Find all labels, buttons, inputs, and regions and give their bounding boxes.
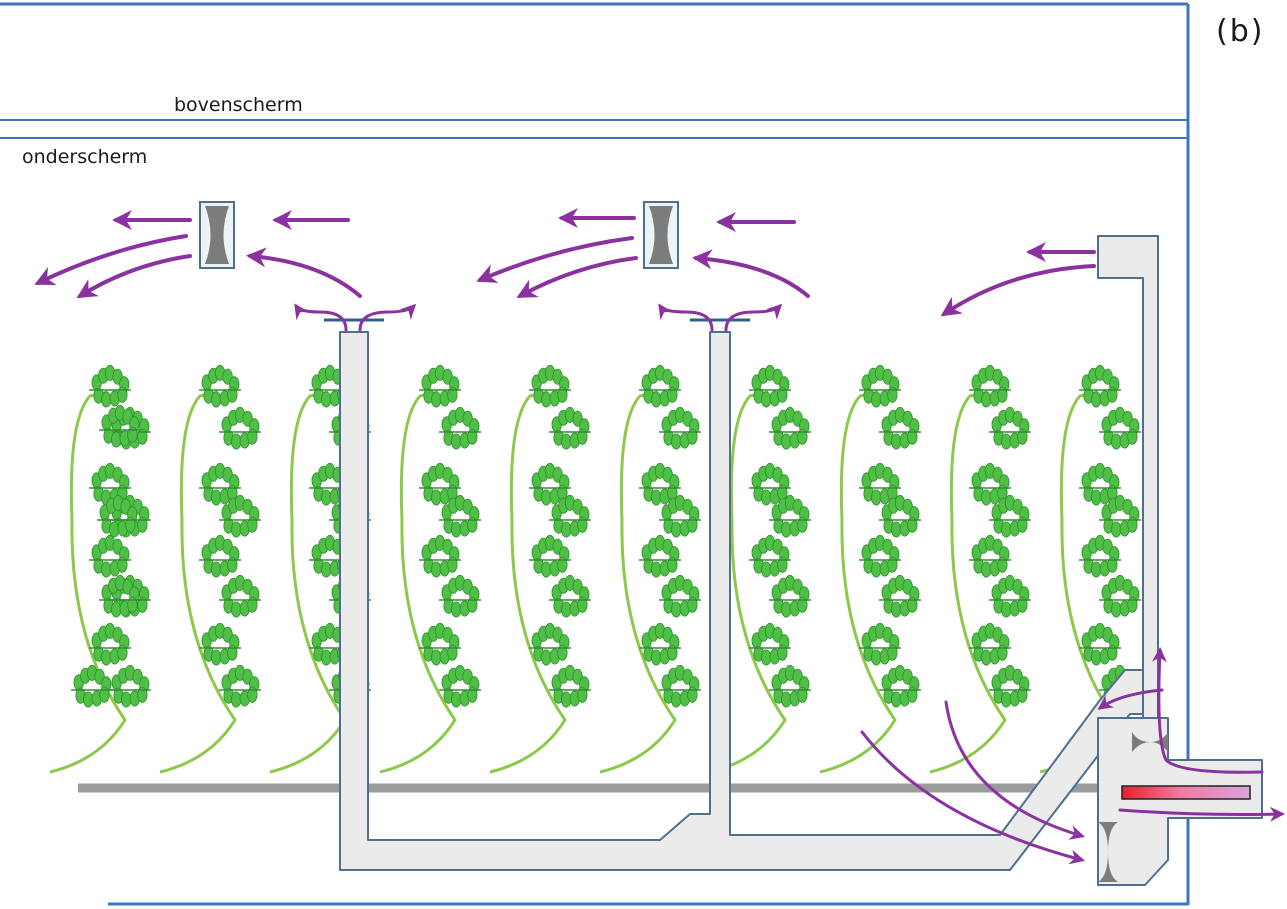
leaf-cluster bbox=[749, 534, 791, 578]
leaf-cluster bbox=[859, 364, 901, 408]
leaf-cluster bbox=[639, 364, 681, 408]
leaf-cluster bbox=[199, 462, 241, 506]
leaf-cluster bbox=[769, 664, 811, 708]
leaf-cluster bbox=[659, 574, 701, 618]
leaf-cluster bbox=[749, 462, 791, 506]
plant-stem bbox=[159, 390, 237, 774]
leaf-cluster bbox=[439, 494, 481, 538]
leaf-cluster bbox=[769, 494, 811, 538]
leaf-cluster bbox=[549, 494, 591, 538]
leaf-cluster bbox=[1079, 364, 1121, 408]
leaf-cluster bbox=[99, 404, 141, 448]
leaf-cluster bbox=[879, 574, 921, 618]
leaf-cluster bbox=[749, 364, 791, 408]
leaf-cluster bbox=[419, 622, 461, 666]
leaf-cluster bbox=[219, 664, 261, 708]
fan-icon bbox=[199, 201, 679, 269]
leaf-cluster bbox=[879, 406, 921, 450]
leaf-cluster bbox=[419, 364, 461, 408]
plant-stem bbox=[489, 390, 567, 774]
leaf-cluster bbox=[439, 406, 481, 450]
leaf-cluster bbox=[89, 622, 131, 666]
leaf-cluster bbox=[1099, 574, 1141, 618]
greenhouse-frame bbox=[0, 2, 1190, 906]
leaf-cluster bbox=[219, 574, 261, 618]
plant-stem bbox=[709, 390, 787, 774]
leaf-cluster bbox=[549, 664, 591, 708]
plant-stem bbox=[819, 390, 897, 774]
leaf-cluster bbox=[1079, 462, 1121, 506]
leaf-cluster bbox=[199, 364, 241, 408]
leaf-cluster bbox=[969, 364, 1011, 408]
leaf-cluster bbox=[89, 534, 131, 578]
top-screen-label: bovenscherm bbox=[174, 94, 303, 116]
leaf-cluster bbox=[639, 622, 681, 666]
leaf-cluster bbox=[989, 664, 1031, 708]
heater-icon bbox=[1121, 785, 1251, 800]
leaf-cluster bbox=[419, 462, 461, 506]
leaf-cluster bbox=[659, 406, 701, 450]
leaf-cluster bbox=[549, 574, 591, 618]
screen-layers bbox=[0, 119, 1188, 139]
leaf-cluster bbox=[99, 574, 141, 618]
leaf-cluster bbox=[969, 622, 1011, 666]
leaf-cluster bbox=[859, 622, 901, 666]
leaf-cluster bbox=[109, 664, 151, 708]
leaf-cluster bbox=[879, 664, 921, 708]
leaf-cluster bbox=[1079, 534, 1121, 578]
plant-stem bbox=[269, 390, 347, 774]
leaf-cluster bbox=[219, 494, 261, 538]
leaf-cluster bbox=[529, 622, 571, 666]
arrow-icon bbox=[34, 208, 1096, 317]
arrow-icon bbox=[294, 303, 1285, 865]
leaf-cluster bbox=[989, 406, 1031, 450]
leaf-cluster bbox=[199, 622, 241, 666]
plant-stem bbox=[599, 390, 677, 774]
plant-stem bbox=[929, 390, 1007, 774]
leaf-cluster bbox=[659, 494, 701, 538]
plant-stem bbox=[379, 390, 457, 774]
leaf-cluster bbox=[529, 534, 571, 578]
leaf-cluster bbox=[219, 406, 261, 450]
leaf-cluster bbox=[529, 364, 571, 408]
leaf-cluster bbox=[879, 494, 921, 538]
leaf-cluster bbox=[969, 534, 1011, 578]
leaf-cluster bbox=[1099, 406, 1141, 450]
leaf-cluster bbox=[769, 574, 811, 618]
leaf-cluster bbox=[639, 462, 681, 506]
leaf-cluster bbox=[439, 574, 481, 618]
leaf-cluster bbox=[419, 534, 461, 578]
panel-label: (b) bbox=[1216, 14, 1265, 49]
leaf-cluster bbox=[769, 406, 811, 450]
leaf-cluster bbox=[199, 534, 241, 578]
leaf-cluster bbox=[1099, 494, 1141, 538]
leaf-cluster bbox=[529, 462, 571, 506]
leaf-cluster bbox=[859, 534, 901, 578]
leaf-cluster bbox=[89, 364, 131, 408]
leaf-cluster bbox=[71, 664, 113, 708]
leaf-cluster bbox=[549, 406, 591, 450]
leaf-cluster bbox=[659, 664, 701, 708]
leaf-cluster bbox=[969, 462, 1011, 506]
leaf-cluster bbox=[989, 494, 1031, 538]
crop-rows bbox=[49, 364, 1141, 774]
air-duct-system bbox=[324, 235, 1263, 886]
leaf-cluster bbox=[859, 462, 901, 506]
plant-stem bbox=[49, 390, 127, 774]
leaf-cluster bbox=[1079, 622, 1121, 666]
bottom-screen-label: onderscherm bbox=[22, 146, 148, 168]
leaf-cluster bbox=[639, 534, 681, 578]
leaf-cluster bbox=[749, 622, 791, 666]
leaf-cluster bbox=[439, 664, 481, 708]
fan-icon bbox=[1098, 732, 1168, 882]
leaf-cluster bbox=[989, 574, 1031, 618]
leaf-cluster bbox=[97, 494, 139, 538]
